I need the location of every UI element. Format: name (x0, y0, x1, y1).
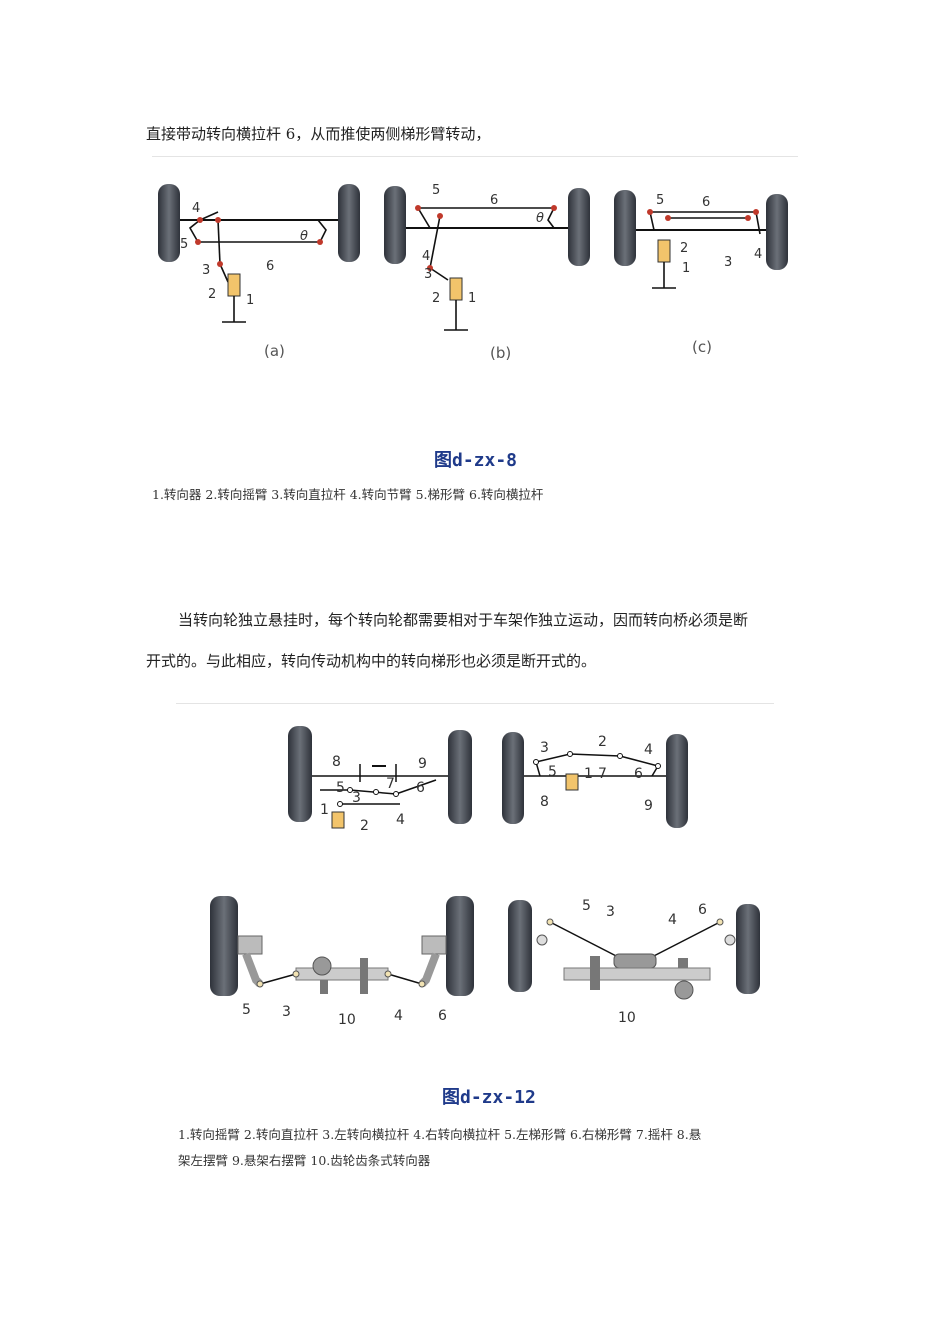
tire (766, 194, 788, 270)
panel-a-diagram: 4 5 6 3 2 1 θ (158, 184, 360, 323)
tire (384, 186, 406, 264)
part-number: 1 (468, 291, 476, 306)
part-number: 4 (754, 247, 762, 262)
figure2-caption-line-1: 1.转向摇臂 2.转向直拉杆 3.左转向横拉杆 4.右转向横拉杆 5.左梯形臂 … (178, 1127, 702, 1142)
figure2-caption-line-2: 架左摆臂 9.悬架右摆臂 10.齿轮齿条式转向器 (178, 1153, 431, 1168)
tire (568, 188, 590, 266)
tire (614, 190, 636, 266)
tire (210, 896, 238, 996)
part-number: 1 (246, 293, 254, 308)
theta-symbol: θ (536, 211, 544, 226)
part-number: 3 (282, 1004, 291, 1020)
intro-text: 直接带动转向横拉杆 6，从而推使两侧梯形臂转动， (146, 125, 491, 143)
part-number: 6 (416, 780, 425, 796)
bottom-left-diagram: 5 3 10 4 6 (210, 896, 474, 1028)
part-number: 2 (360, 818, 369, 834)
panel-label-b: (b) (490, 344, 511, 362)
part-number: 4 (192, 201, 200, 216)
part-number: 4 (422, 249, 430, 264)
tire (446, 896, 474, 996)
part-number: 2 (432, 291, 440, 306)
tire (502, 732, 524, 824)
part-number: 8 (332, 754, 341, 770)
tire (666, 734, 688, 828)
top-right-diagram: 3 2 4 5 1 7 6 8 9 (502, 732, 688, 828)
part-number: 4 (396, 812, 405, 828)
tire (158, 184, 180, 262)
part-number: 10 (618, 1010, 636, 1026)
figure1-caption: 1.转向器 2.转向摇臂 3.转向直拉杆 4.转向节臂 5.梯形臂 6.转向横拉… (152, 487, 544, 502)
part-number: 6 (698, 902, 707, 918)
tire (736, 904, 760, 994)
top-left-diagram: 8 5 3 7 9 6 1 2 4 (288, 726, 472, 834)
paragraph-line-2: 开式的。与此相应，转向传动机构中的转向梯形也必须是断开式的。 (146, 652, 597, 670)
theta-symbol: θ (300, 229, 308, 244)
part-number: 1 (320, 802, 329, 818)
panel-b-diagram: 5 6 4 3 2 1 θ (384, 183, 590, 331)
panel-label-a: (a) (264, 342, 285, 360)
part-number: 3 (540, 740, 549, 756)
part-number: 6 (266, 259, 274, 274)
divider (152, 156, 798, 157)
figure-d-zx-8-diagram: 4 5 6 3 2 1 θ 5 6 4 3 2 1 θ (158, 183, 788, 362)
part-number: 5 (582, 898, 591, 914)
part-number: 5 (656, 193, 664, 208)
part-number: 5 (180, 237, 188, 252)
part-number: 4 (394, 1008, 403, 1024)
part-number: 2 (680, 241, 688, 256)
figure-d-zx-12-diagram: 8 5 3 7 9 6 1 2 4 3 2 4 5 1 7 6 8 9 (210, 726, 760, 1028)
divider (176, 703, 774, 704)
part-number: 4 (668, 912, 677, 928)
part-number: 1 (682, 261, 690, 276)
part-number: 5 (242, 1002, 251, 1018)
figure2-title: 图d-zx-12 (442, 1087, 536, 1108)
part-number: 9 (644, 798, 653, 814)
part-number: 5 (548, 764, 557, 780)
part-number: 5 (336, 780, 345, 796)
part-number: 6 (438, 1008, 447, 1024)
part-number: 1 (584, 766, 593, 782)
part-number: 2 (208, 287, 216, 302)
panel-c-diagram: 5 6 2 1 3 4 (614, 190, 788, 289)
panel-label-c: (c) (692, 338, 712, 356)
part-number: 3 (352, 790, 361, 806)
part-number: 3 (724, 255, 732, 270)
part-number: 8 (540, 794, 549, 810)
tire (448, 730, 472, 824)
part-number: 2 (598, 734, 607, 750)
part-number: 4 (644, 742, 653, 758)
figure1-title: 图d-zx-8 (434, 450, 518, 471)
part-number: 7 (386, 776, 395, 792)
part-number: 7 (598, 766, 607, 782)
paragraph-line-1: 当转向轮独立悬挂时，每个转向轮都需要相对于车架作独立运动，因而转向桥必须是断 (178, 611, 749, 629)
part-number: 9 (418, 756, 427, 772)
tire (288, 726, 312, 822)
part-number: 3 (202, 263, 210, 278)
part-number: 6 (490, 193, 498, 208)
tire (338, 184, 360, 262)
part-number: 3 (424, 267, 432, 282)
tire (508, 900, 532, 992)
part-number: 10 (338, 1012, 356, 1028)
part-number: 5 (432, 183, 440, 198)
bottom-right-diagram: 5 3 4 6 10 (508, 898, 760, 1026)
part-number: 6 (634, 766, 643, 782)
part-number: 3 (606, 904, 615, 920)
part-number: 6 (702, 195, 710, 210)
